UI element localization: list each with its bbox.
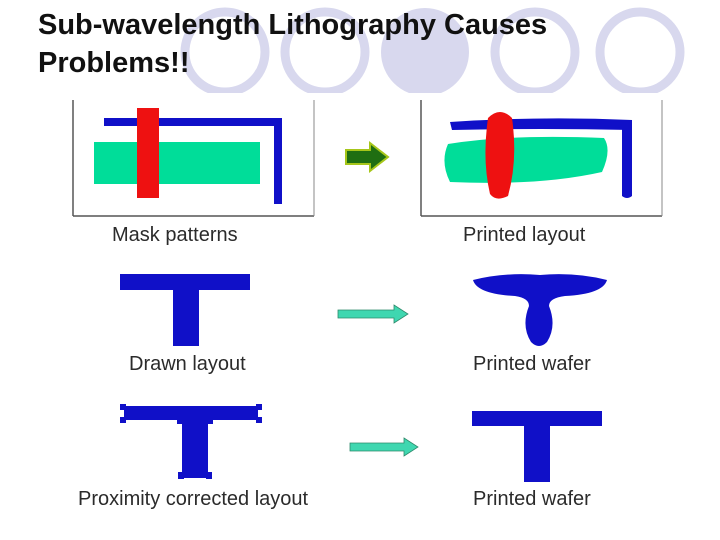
- caption-printed-layout: Printed layout: [463, 224, 586, 246]
- printed-layout-figure: [420, 100, 663, 217]
- proximity-corrected-figure: [120, 404, 262, 479]
- caption-printed-wafer-1: Printed wafer: [473, 353, 591, 375]
- caption-printed-wafer-2: Printed wafer: [473, 488, 591, 510]
- drawn-layout-figure: [120, 274, 250, 346]
- caption-drawn-layout: Drawn layout: [129, 353, 246, 375]
- caption-proximity-corrected-layout: Proximity corrected layout: [78, 488, 309, 510]
- caption-mask-patterns: Mask patterns: [112, 224, 238, 246]
- mask-pattern-figure: [72, 100, 315, 217]
- slide-title: Sub-wavelength Lithography Causes Proble…: [38, 6, 547, 82]
- arrow-icon: [337, 304, 409, 324]
- arrow-icon: [345, 140, 390, 174]
- printed-wafer-figure-1: [473, 274, 607, 346]
- printed-wafer-figure-2: [472, 411, 602, 482]
- title-line-2: Problems!!: [38, 47, 190, 79]
- arrow-icon: [349, 437, 419, 457]
- decorative-circles: [0, 7, 720, 100]
- title-line-1: Sub-wavelength Lithography Causes: [38, 9, 548, 41]
